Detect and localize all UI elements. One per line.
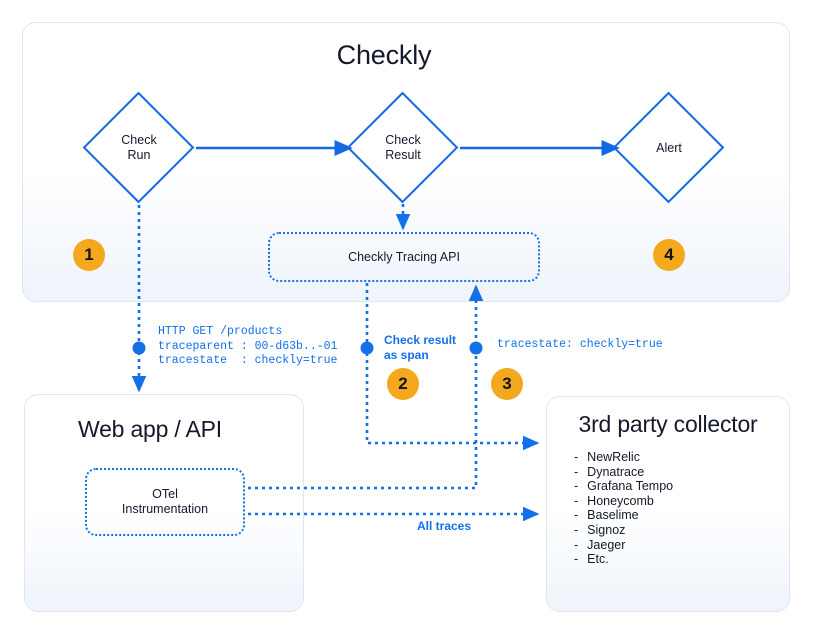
list-bullet: -: [574, 552, 579, 567]
collector-item-label: NewRelic: [587, 450, 640, 464]
marker-dot-tracestate: [469, 341, 483, 355]
list-bullet: -: [574, 522, 579, 537]
node-check-result-label: Check Result: [385, 133, 421, 162]
node-checkly-tracing-api[interactable]: Checkly Tracing API: [268, 232, 540, 282]
collector-panel: [546, 396, 790, 612]
collector-list-item: -Honeycomb: [574, 494, 784, 509]
collector-list-item: -Jaeger: [574, 538, 784, 553]
marker-dot-check-result-span: [360, 341, 374, 355]
collector-panel-title: 3rd party collector: [578, 411, 758, 437]
step-badge-1: 1: [73, 239, 105, 271]
collector-list-item: -Etc.: [574, 552, 784, 567]
annotation-tracestate: tracestate: checkly=true: [497, 338, 663, 351]
webapp-panel-title: Web app / API: [77, 416, 222, 442]
node-alert-label: Alert: [656, 140, 682, 155]
checkly-tracing-api-label: Checkly Tracing API: [348, 249, 460, 264]
list-bullet: -: [574, 493, 579, 508]
collector-list-item: -Dynatrace: [574, 465, 784, 480]
node-otel-instrumentation[interactable]: OTel Instrumentation: [85, 468, 245, 536]
collector-list-item: -Signoz: [574, 523, 784, 538]
step-badge-2: 2: [387, 368, 419, 400]
annotation-http-request: HTTP GET /products traceparent : 00-d63b…: [158, 325, 338, 367]
collector-list-item: -Grafana Tempo: [574, 479, 784, 494]
collector-list: -NewRelic-Dynatrace-Grafana Tempo-Honeyc…: [574, 450, 784, 567]
collector-item-label: Dynatrace: [587, 464, 645, 479]
marker-dot-http-request: [132, 341, 146, 355]
annotation-all-traces: All traces: [417, 519, 472, 533]
edge-tracing-api-to-collector: [365, 283, 540, 451]
otel-instrumentation-label: OTel Instrumentation: [121, 487, 209, 516]
list-bullet: -: [574, 464, 579, 479]
collector-item-label: Baselime: [587, 508, 639, 523]
checkly-panel-title: Checkly: [336, 40, 432, 70]
collector-item-label: Grafana Tempo: [587, 479, 674, 494]
collector-list-item: -Baselime: [574, 508, 784, 523]
step-badge-4: 4: [653, 239, 685, 271]
collector-item-label: Honeycomb: [587, 493, 654, 508]
list-bullet: -: [574, 450, 579, 464]
list-bullet: -: [574, 508, 579, 523]
node-check-run-label: Check Run: [121, 133, 157, 162]
collector-item-label: Jaeger: [587, 537, 626, 552]
collector-list-item: -NewRelic: [574, 450, 784, 465]
node-check-result[interactable]: Check Result: [346, 91, 459, 204]
list-bullet: -: [574, 479, 579, 494]
collector-item-label: Etc.: [587, 552, 609, 567]
collector-item-label: Signoz: [587, 522, 626, 537]
node-alert[interactable]: Alert: [612, 91, 725, 204]
annotation-check-result-as-span: Check result as span: [384, 333, 457, 362]
node-check-run[interactable]: Check Run: [82, 91, 195, 204]
list-bullet: -: [574, 537, 579, 552]
step-badge-3: 3: [491, 368, 523, 400]
